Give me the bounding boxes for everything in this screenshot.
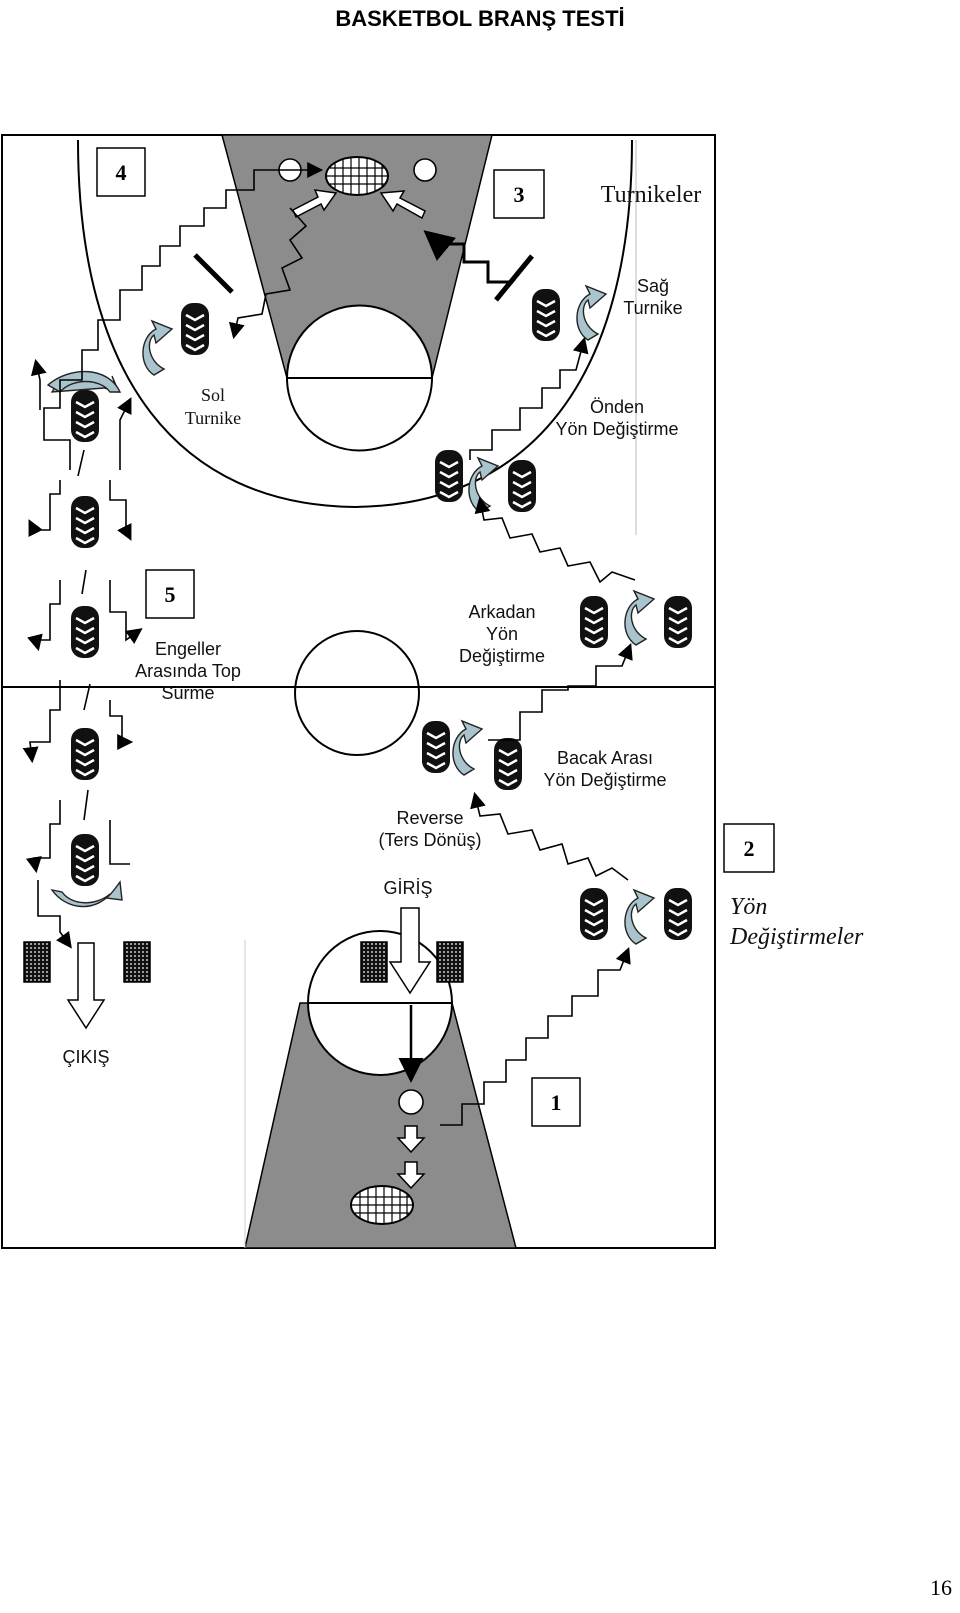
cone-icon <box>433 448 465 504</box>
label-yon-line2: Değiştirmeler <box>729 924 864 950</box>
label-arkadan-line2: Yön <box>486 624 518 644</box>
label-yon-line1: Yön <box>730 894 767 920</box>
cone-icon <box>492 736 524 792</box>
obstacle-bar <box>193 253 234 294</box>
label-engeller-line3: Sürme <box>161 683 214 703</box>
label-sol-turnike-line2: Turnike <box>185 408 241 428</box>
label-giris: GİRİŞ <box>383 878 432 898</box>
shot-arrow-icon <box>379 190 426 220</box>
label-onden-line1: Önden <box>590 397 644 417</box>
cone-icon <box>69 832 101 888</box>
label-reverse-line1: Reverse <box>396 808 463 828</box>
cone-icon <box>578 594 610 650</box>
label-engeller-line1: Engeller <box>155 639 221 659</box>
down-arrow-icon <box>396 1161 426 1190</box>
station-1-box <box>531 1077 581 1127</box>
label-onden-line2: Yön Değiştirme <box>555 419 678 439</box>
cone-icon <box>420 719 452 775</box>
station-3-box <box>493 169 545 219</box>
label-sag-turnike-line1: Sağ <box>637 276 669 296</box>
label-bacak-line2: Yön Değiştirme <box>543 770 666 790</box>
page-title: BASKETBOL BRANŞ TESTİ <box>335 6 625 31</box>
label-cikis: ÇIKIŞ <box>62 1047 109 1067</box>
cone-icon <box>179 301 211 357</box>
cone-icon <box>69 388 101 444</box>
top-basket-icon <box>325 156 389 196</box>
cone-icon <box>69 494 101 550</box>
ball-icon <box>413 158 437 182</box>
label-turnikeler: Turnikeler <box>601 182 701 208</box>
cone-icon <box>662 594 694 650</box>
cone-icon <box>69 604 101 660</box>
ball-icon <box>398 1089 424 1115</box>
hurdle-icon <box>436 941 464 983</box>
hurdle-icon <box>360 941 388 983</box>
label-sag-turnike-line2: Turnike <box>623 298 682 318</box>
station-5-number: 5 <box>165 582 176 607</box>
station-4-number: 4 <box>116 160 127 185</box>
center-circle <box>294 630 420 756</box>
cone-icon <box>69 726 101 782</box>
hurdle-icon <box>123 941 151 983</box>
station-1-number: 1 <box>551 1090 562 1115</box>
station-2-number: 2 <box>744 836 755 861</box>
label-bacak-line1: Bacak Arası <box>557 748 653 768</box>
station-4-box <box>96 147 146 197</box>
cone-icon <box>530 287 562 343</box>
label-sol-turnike-line1: Sol <box>201 385 225 405</box>
label-arkadan-line3: Değiştirme <box>459 646 545 666</box>
label-reverse-line2: (Ters Dönüş) <box>378 830 481 850</box>
shot-arrow-icon <box>292 189 338 219</box>
station-2-box <box>723 823 775 873</box>
cone-icon <box>662 886 694 942</box>
down-arrow-icon <box>396 1125 426 1154</box>
turn-arrow-icon <box>50 880 123 908</box>
station-3-number: 3 <box>514 182 525 207</box>
label-engeller-line2: Arasında Top <box>135 661 241 681</box>
hurdle-icon <box>23 941 51 983</box>
entry-arrow-icon <box>388 907 432 995</box>
station-5-box <box>145 569 195 619</box>
label-arkadan-line1: Arkadan <box>468 602 535 622</box>
top-three-point-line <box>77 139 633 509</box>
bottom-basket-icon <box>350 1185 414 1225</box>
page-number: 16 <box>930 1575 952 1600</box>
cone-icon <box>506 458 538 514</box>
exit-arrow-icon <box>66 942 106 1030</box>
cone-icon <box>578 886 610 942</box>
top-free-throw-circle <box>285 304 434 379</box>
